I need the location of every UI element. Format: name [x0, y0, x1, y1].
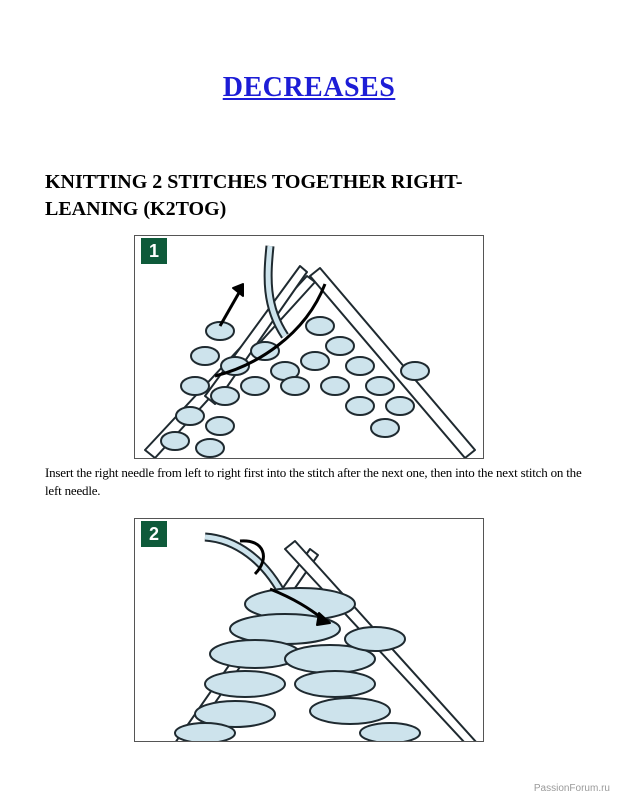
step-number-badge: 1 [141, 238, 167, 264]
knitting-needles-illustration [144, 245, 476, 458]
section-heading: KNITTING 2 STITCHES TOGETHER RIGHT-LEANI… [45, 171, 463, 220]
step-1-illustration: 1 [134, 235, 484, 459]
knitting-needles-illustration [174, 532, 477, 741]
step-number-badge: 2 [141, 521, 167, 547]
page-title[interactable]: DECREASES [222, 72, 396, 103]
watermark: PassionForum.ru [533, 783, 610, 794]
instruction-caption: Insert the right needle from left to rig… [45, 465, 582, 498]
step-2-illustration: 2 [134, 518, 484, 742]
